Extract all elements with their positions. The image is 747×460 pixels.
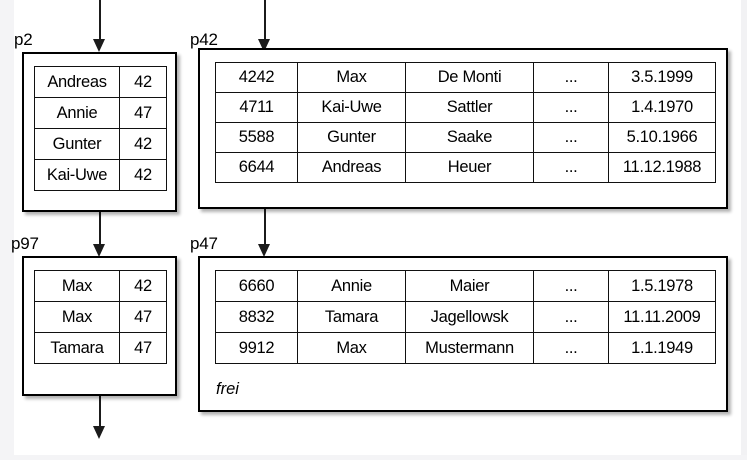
arrow-shaft xyxy=(263,0,266,40)
arrow-p2-to-p97 xyxy=(92,212,107,258)
cell-pointer: 42 xyxy=(119,270,167,302)
cell-firstname: Annie xyxy=(297,270,406,302)
table-row: Max 47 xyxy=(34,301,167,333)
page-box-p2: Andreas 42 Annie 47 Gunter 42 Kai-Uwe 42 xyxy=(22,52,177,212)
cell-firstname: Max xyxy=(297,62,406,93)
table-row: Andreas 42 xyxy=(34,66,167,98)
arrow-head xyxy=(93,244,105,257)
table-row: 4242 Max De Monti ... 3.5.1999 xyxy=(215,62,716,93)
cell-more: ... xyxy=(533,152,609,183)
cell-id: 5588 xyxy=(215,122,298,153)
cell-date: 11.11.2009 xyxy=(608,301,716,333)
cell-date: 1.1.1949 xyxy=(608,332,716,364)
cell-more: ... xyxy=(533,270,609,302)
table-row: 4711 Kai-Uwe Sattler ... 1.4.1970 xyxy=(215,92,716,123)
cell-date: 1.5.1978 xyxy=(608,270,716,302)
cell-key: Andreas xyxy=(34,66,120,98)
table-row: 6644 Andreas Heuer ... 11.12.1988 xyxy=(215,152,716,183)
arrow-shaft xyxy=(98,396,101,427)
table-row: 6660 Annie Maier ... 1.5.1978 xyxy=(215,270,716,302)
cell-date: 11.12.1988 xyxy=(608,152,716,183)
table-row: Max 42 xyxy=(34,270,167,302)
table-row: Tamara 47 xyxy=(34,332,167,364)
page-box-p42: 4242 Max De Monti ... 3.5.1999 4711 Kai-… xyxy=(198,48,728,209)
cell-date: 5.10.1966 xyxy=(608,122,716,153)
cell-firstname: Andreas xyxy=(297,152,406,183)
cell-more: ... xyxy=(533,92,609,123)
cell-id: 8832 xyxy=(215,301,298,333)
cell-firstname: Max xyxy=(297,332,406,364)
cell-id: 6660 xyxy=(215,270,298,302)
cell-lastname: Jagellowsk xyxy=(405,301,534,333)
cell-lastname: Heuer xyxy=(405,152,534,183)
table-row: 5588 Gunter Saake ... 5.10.1966 xyxy=(215,122,716,153)
page-label-p42: p42 xyxy=(190,30,218,49)
page-label-p2: p2 xyxy=(14,30,33,49)
data-table-p47: 6660 Annie Maier ... 1.5.1978 8832 Tamar… xyxy=(215,270,716,364)
arrow-head xyxy=(258,244,270,257)
cell-lastname: De Monti xyxy=(405,62,534,93)
table-row: 8832 Tamara Jagellowsk ... 11.11.2009 xyxy=(215,301,716,333)
incoming-arrow-p42 xyxy=(257,0,272,52)
cell-date: 1.4.1970 xyxy=(608,92,716,123)
page-edge-bottom xyxy=(0,455,747,460)
cell-key: Max xyxy=(34,270,120,302)
cell-pointer: 47 xyxy=(119,97,167,129)
cell-lastname: Maier xyxy=(405,270,534,302)
table-row: Annie 47 xyxy=(34,97,167,129)
table-row: 9912 Max Mustermann ... 1.1.1949 xyxy=(215,332,716,364)
cell-key: Max xyxy=(34,301,120,333)
cell-pointer: 42 xyxy=(119,128,167,160)
cell-id: 4242 xyxy=(215,62,298,93)
cell-pointer: 47 xyxy=(119,301,167,333)
arrow-head xyxy=(93,39,105,52)
cell-more: ... xyxy=(533,332,609,364)
cell-key: Tamara xyxy=(34,332,120,364)
cell-id: 4711 xyxy=(215,92,298,123)
cell-more: ... xyxy=(533,301,609,333)
arrow-shaft xyxy=(98,0,101,40)
arrow-head xyxy=(93,426,105,439)
cell-lastname: Mustermann xyxy=(405,332,534,364)
cell-id: 6644 xyxy=(215,152,298,183)
cell-date: 3.5.1999 xyxy=(608,62,716,93)
page-box-p47: 6660 Annie Maier ... 1.5.1978 8832 Tamar… xyxy=(198,256,728,412)
cell-pointer: 42 xyxy=(119,66,167,98)
cell-lastname: Sattler xyxy=(405,92,534,123)
arrow-shaft xyxy=(98,212,101,245)
cell-key: Annie xyxy=(34,97,120,129)
cell-lastname: Saake xyxy=(405,122,534,153)
page-edge-left xyxy=(0,0,14,460)
arrow-p42-to-p47 xyxy=(257,209,272,258)
cell-pointer: 42 xyxy=(119,159,167,191)
page-edge-right xyxy=(741,0,747,460)
page-label-p47: p47 xyxy=(190,234,218,253)
cell-id: 9912 xyxy=(215,332,298,364)
index-table-p2: Andreas 42 Annie 47 Gunter 42 Kai-Uwe 42 xyxy=(34,66,167,191)
cell-more: ... xyxy=(533,62,609,93)
cell-firstname: Kai-Uwe xyxy=(297,92,406,123)
index-table-p97: Max 42 Max 47 Tamara 47 xyxy=(34,270,167,364)
page-label-p97: p97 xyxy=(11,234,39,253)
table-row: Gunter 42 xyxy=(34,128,167,160)
cell-key: Gunter xyxy=(34,128,120,160)
incoming-arrow-p2 xyxy=(92,0,107,52)
table-row: Kai-Uwe 42 xyxy=(34,159,167,191)
cell-more: ... xyxy=(533,122,609,153)
cell-key: Kai-Uwe xyxy=(34,159,120,191)
outgoing-arrow-p97 xyxy=(92,396,107,441)
arrow-shaft xyxy=(263,209,266,245)
page-box-p97: Max 42 Max 47 Tamara 47 xyxy=(22,256,177,396)
free-space-label: frei xyxy=(216,380,239,398)
data-table-p42: 4242 Max De Monti ... 3.5.1999 4711 Kai-… xyxy=(215,62,716,183)
cell-firstname: Tamara xyxy=(297,301,406,333)
cell-pointer: 47 xyxy=(119,332,167,364)
cell-firstname: Gunter xyxy=(297,122,406,153)
